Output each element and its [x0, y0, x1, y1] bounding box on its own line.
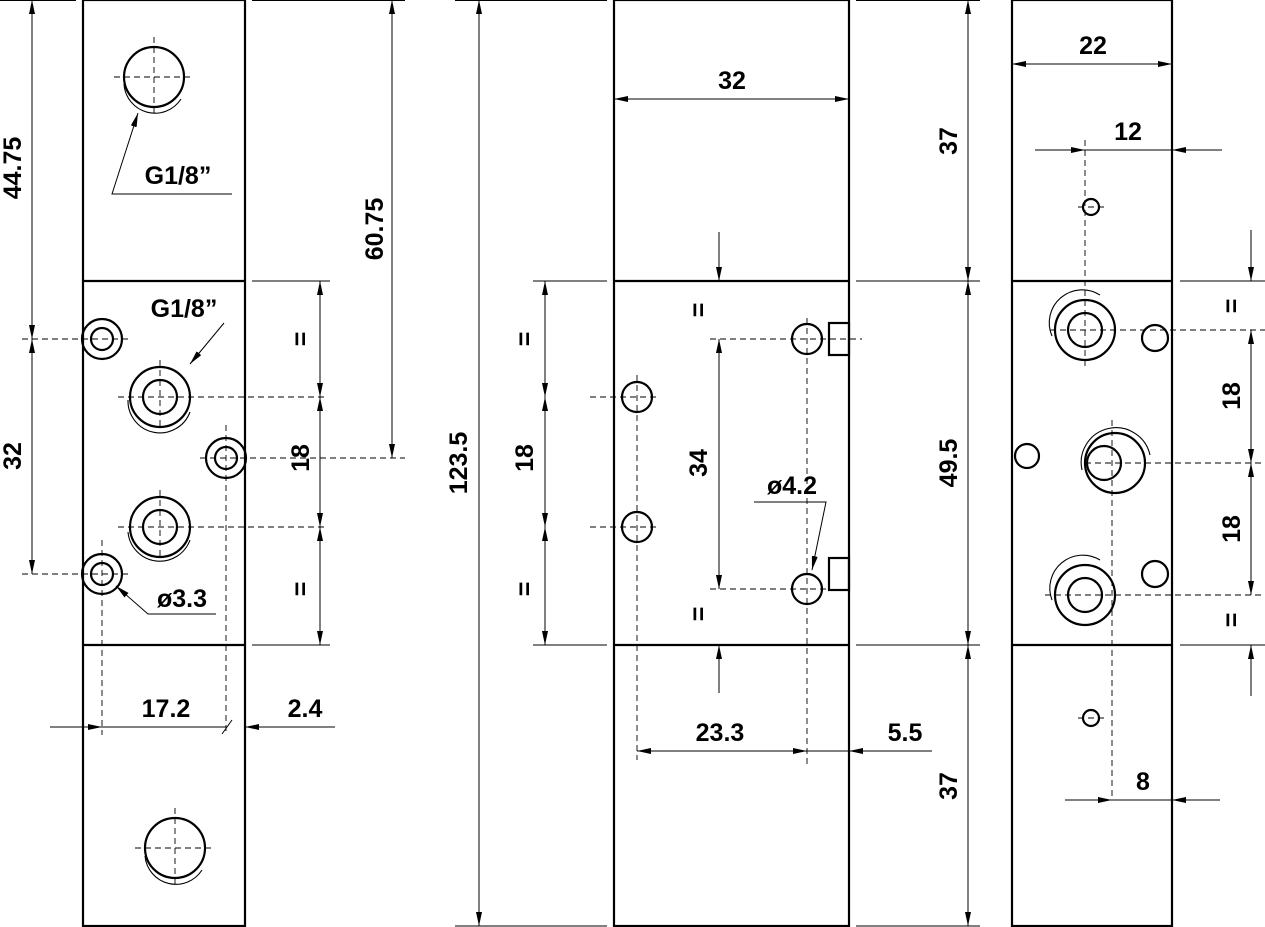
equal-mark: =	[685, 607, 713, 622]
equal-mark: =	[287, 582, 315, 597]
callout-thread-mid: G1/8”	[151, 295, 218, 323]
left-view: 44.75 32 60.75 = 18 = 17.2 2.4 G1/8” G1/…	[0, 0, 405, 927]
dim-23-3: 23.3	[696, 719, 745, 747]
equal-mark: =	[1218, 299, 1246, 314]
left-top-port	[114, 37, 194, 117]
right-port-middle	[1080, 427, 1151, 495]
middle-view-outline	[612, 0, 851, 927]
right-view: 22 12 8 = 18 18 =	[1010, 0, 1265, 927]
left-bottom-port	[135, 808, 215, 888]
dim-60-75: 60.75	[361, 198, 389, 261]
right-port-lower	[1049, 554, 1117, 627]
dim-12: 12	[1114, 118, 1142, 146]
dim-17-2: 17.2	[142, 695, 191, 723]
dim-18-right-a: 18	[1218, 382, 1246, 410]
dim-18-left: 18	[287, 444, 315, 472]
dim-diameter-3-3: ø3.3	[157, 585, 207, 613]
dim-44-75: 44.75	[0, 137, 27, 200]
dim-2-4: 2.4	[288, 695, 323, 723]
equal-mark: =	[685, 303, 713, 318]
left-mid-port-lower	[127, 495, 192, 562]
right-view-outline	[1010, 0, 1174, 927]
dim-5-5: 5.5	[888, 719, 923, 747]
dim-34: 34	[685, 449, 713, 477]
dim-diameter-4-2: ø4.2	[767, 472, 817, 500]
equal-mark: =	[511, 582, 539, 597]
middle-tab-upper	[827, 321, 851, 357]
left-mid-port-upper	[127, 365, 192, 434]
equal-mark: =	[1218, 613, 1246, 628]
dim-32-top: 32	[718, 67, 746, 95]
dim-18-middle: 18	[511, 444, 539, 472]
dim-18-right-b: 18	[1218, 515, 1246, 543]
right-mount-hole-upper	[1140, 323, 1170, 353]
dim-37-bottom: 37	[935, 772, 963, 800]
right-port-upper	[1048, 289, 1117, 362]
middle-view: 123.5 = 18 = = 34 = 32 ø4.2 23.3 5.5	[445, 0, 980, 927]
dim-8: 8	[1136, 768, 1150, 796]
middle-tab-lower	[827, 556, 851, 592]
right-mount-hole-lower	[1140, 559, 1170, 589]
callout-thread-top: G1/8”	[145, 162, 212, 190]
equal-mark: =	[287, 332, 315, 347]
dim-123-5: 123.5	[445, 432, 473, 495]
dim-49-5: 49.5	[935, 439, 963, 488]
dim-22: 22	[1079, 32, 1107, 60]
dim-32-left: 32	[0, 442, 27, 470]
equal-mark: =	[511, 332, 539, 347]
left-view-outline	[81, 0, 247, 927]
right-side-hole	[1013, 442, 1041, 470]
dim-37-top: 37	[935, 127, 963, 155]
